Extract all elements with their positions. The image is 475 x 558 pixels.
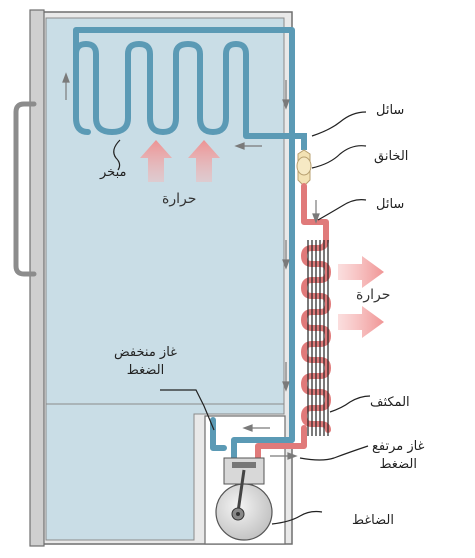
liquid-label-mid: سائل (376, 197, 405, 212)
throttle-valve (296, 149, 312, 187)
low-pressure-gas-label: غاز منخفض الضغط (114, 344, 177, 379)
high-pressure-gas-label: غاز مرتفع الضغط (372, 438, 424, 473)
throttle-label: الخانق (374, 149, 409, 164)
high-pressure-gas-line1: غاز مرتفع (372, 439, 425, 454)
heat-arrows-condenser (338, 256, 384, 338)
leader-lines (113, 111, 371, 525)
liquid-label-top: سائل (376, 103, 405, 118)
evaporator-label: مبخر (100, 165, 127, 180)
low-pressure-gas-line2: الضغط (126, 362, 165, 378)
heat-label-evaporator: حرارة (162, 191, 197, 207)
heat-arrows-evaporator (140, 140, 220, 182)
evaporator-coil (73, 27, 295, 465)
compressor (215, 457, 273, 541)
door-handle (13, 101, 37, 277)
flow-arrows (62, 72, 320, 460)
condenser-label: المكثف (370, 395, 410, 410)
low-pressure-gas-line1: غاز منخفض (114, 345, 177, 360)
condenser-fins (307, 240, 329, 436)
heat-label-condenser: حرارة (356, 287, 391, 303)
liquid-line-top (292, 133, 307, 150)
compressor-label: الضاغط (352, 513, 394, 528)
high-pressure-gas-line2: الضغط (379, 456, 417, 472)
